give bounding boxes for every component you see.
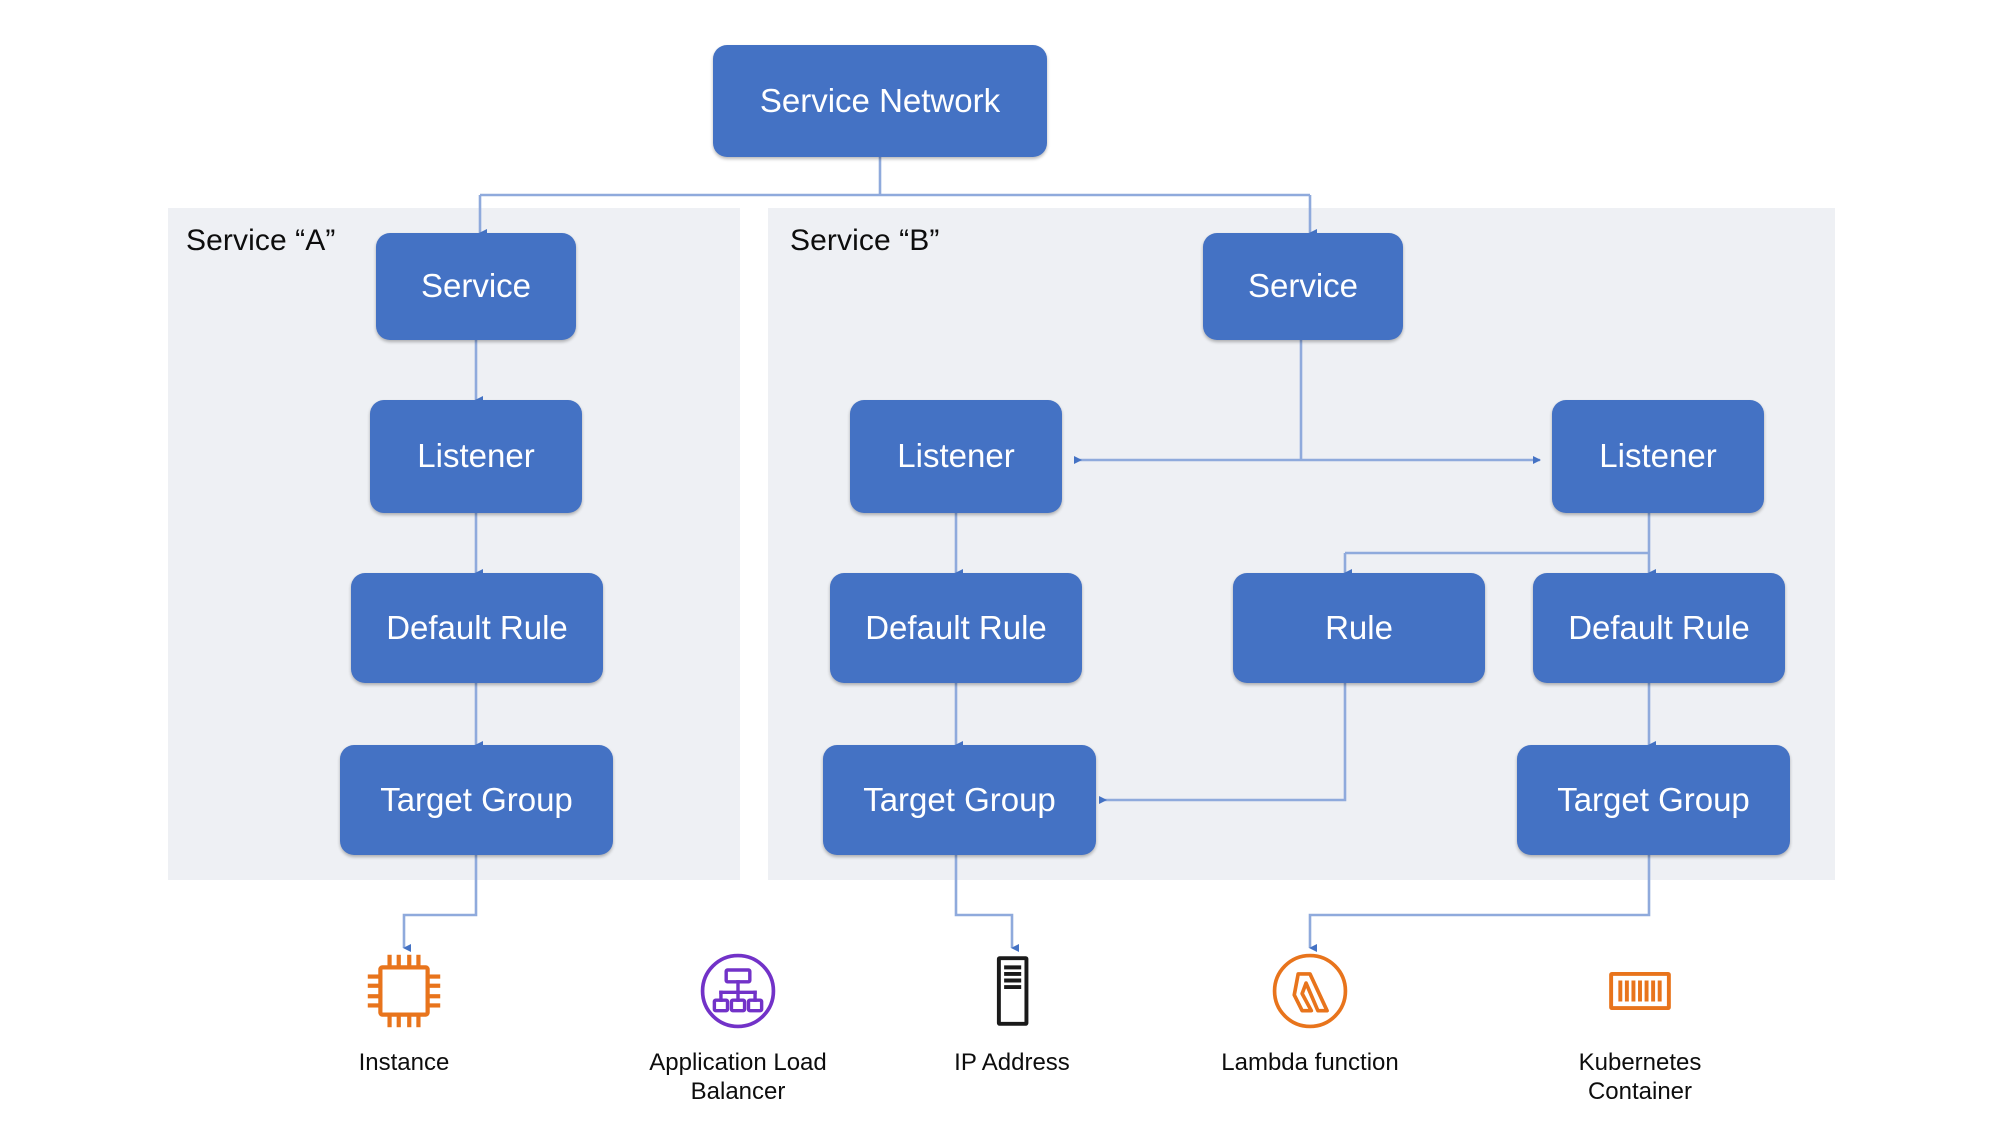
edge-a-target-instance (402, 855, 478, 952)
cpu-chip-icon (362, 948, 446, 1034)
edge-b-rule-to-left-target (1099, 683, 1347, 804)
node-service-b-default-rule-left[interactable]: Default Rule (830, 573, 1082, 683)
edge-b-left-target-ip (954, 855, 1019, 952)
target-ip-address[interactable]: IP Address (912, 948, 1112, 1077)
target-instance[interactable]: Instance (304, 948, 504, 1077)
node-service-b-service[interactable]: Service (1203, 233, 1403, 340)
node-service-b-default-rule-right[interactable]: Default Rule (1533, 573, 1785, 683)
node-service-b-target-group-left[interactable]: Target Group (823, 745, 1096, 855)
container-icon (1598, 948, 1682, 1034)
panel-label-service-b: Service “B” (790, 224, 940, 257)
panel-label-service-a: Service “A” (186, 224, 336, 257)
target-lambda-function[interactable]: Lambda function (1210, 948, 1410, 1077)
lambda-icon (1268, 948, 1352, 1034)
node-service-network[interactable]: Service Network (713, 45, 1047, 157)
node-service-b-target-group-right[interactable]: Target Group (1517, 745, 1790, 855)
node-service-a-listener[interactable]: Listener (370, 400, 582, 513)
target-application-load-balancer[interactable]: Application Load Balancer (618, 948, 858, 1107)
node-service-b-listener-left[interactable]: Listener (850, 400, 1062, 513)
edge-b-right-target-lambda (1308, 855, 1651, 952)
node-service-a-target-group[interactable]: Target Group (340, 745, 613, 855)
load-balancer-icon (696, 948, 780, 1034)
target-ip-address-label: IP Address (954, 1049, 1070, 1076)
node-service-b-rule[interactable]: Rule (1233, 573, 1485, 683)
target-kubernetes-container[interactable]: Kubernetes Container (1530, 948, 1750, 1107)
server-tower-icon (970, 948, 1054, 1034)
target-application-load-balancer-label: Application Load Balancer (649, 1049, 827, 1106)
node-service-a-default-rule[interactable]: Default Rule (351, 573, 603, 683)
target-kubernetes-container-label: Kubernetes Container (1578, 1049, 1702, 1106)
node-service-b-listener-right[interactable]: Listener (1552, 400, 1764, 513)
target-lambda-function-label: Lambda function (1221, 1049, 1399, 1076)
target-instance-label: Instance (358, 1049, 450, 1076)
node-service-a-service[interactable]: Service (376, 233, 576, 340)
